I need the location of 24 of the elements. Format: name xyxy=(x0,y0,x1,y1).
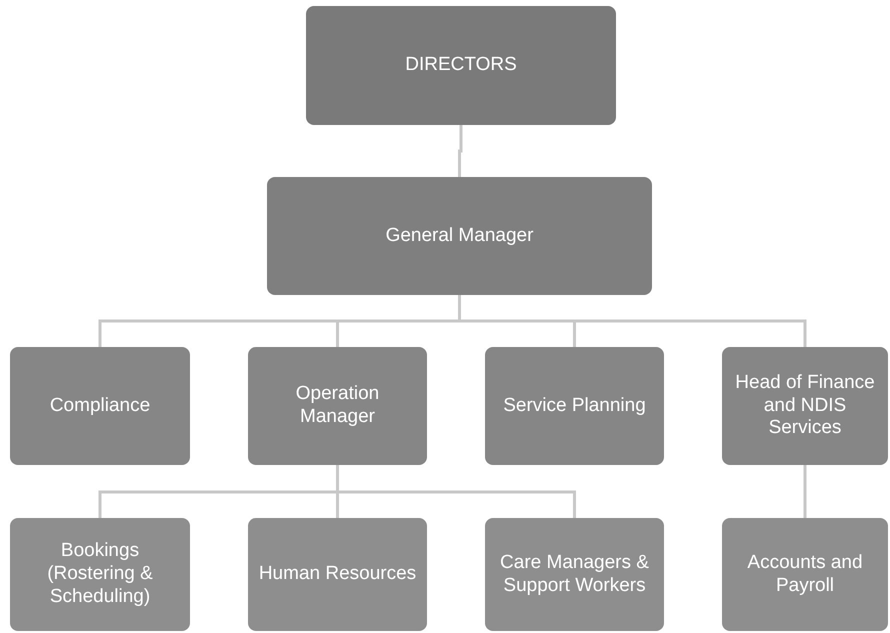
org-box xyxy=(722,518,888,631)
box-label: Care Managers & Support Workers xyxy=(499,552,650,598)
box-label: DIRECTORS xyxy=(405,54,517,77)
connector-line xyxy=(336,465,576,518)
org-box xyxy=(485,347,664,465)
org-box xyxy=(248,518,427,631)
org-box xyxy=(267,177,652,295)
connector-line xyxy=(458,125,462,177)
org-box xyxy=(248,347,427,465)
org-box xyxy=(10,518,190,631)
org-box xyxy=(722,347,888,465)
org-box xyxy=(485,518,664,631)
box-label: Bookings (Rostering & Scheduling) xyxy=(46,540,154,609)
box-label: Accounts and Payroll xyxy=(746,552,864,598)
org-box xyxy=(306,6,616,125)
box-label: General Manager xyxy=(386,224,534,248)
connector-line xyxy=(458,295,806,347)
box-label: Head of Finance and NDIS Services xyxy=(734,372,876,440)
connector-line xyxy=(804,465,806,518)
box-label: Service Planning xyxy=(503,394,646,418)
org-box xyxy=(10,347,190,465)
box-label: Operation Manager xyxy=(294,383,380,429)
box-label: Human Resources xyxy=(258,563,416,586)
box-label: Compliance xyxy=(50,394,150,418)
